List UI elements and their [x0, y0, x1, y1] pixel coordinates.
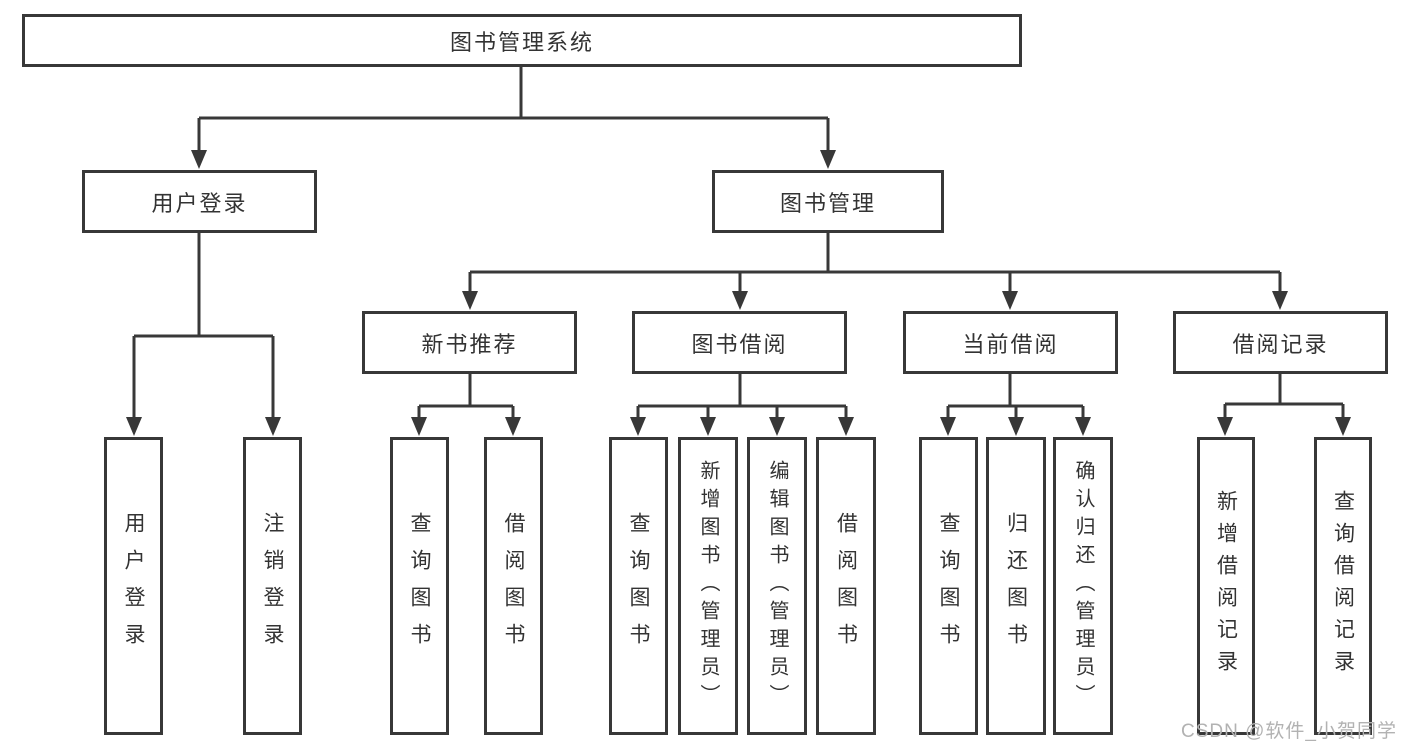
node-new-book-recommend-label: 新书推荐	[421, 331, 518, 357]
node-borrowing-records: 借阅记录	[1173, 311, 1388, 374]
leaf-add-books-admin: 新增图书（管理员）	[678, 437, 738, 735]
node-current-borrowing: 当前借阅	[903, 311, 1118, 374]
leaf-confirm-return-admin: 确认归还（管理员）	[1053, 437, 1113, 735]
arrowheads	[126, 150, 1351, 436]
leaf-return-books: 归还图书	[986, 437, 1046, 735]
node-book-management: 图书管理	[712, 170, 944, 233]
leaf-confirm-return-admin-label: 确认归还（管理员）	[1072, 460, 1094, 712]
leaf-query-books-3-label: 查询图书	[937, 512, 960, 660]
leaf-user-login-label: 用户登录	[122, 512, 145, 660]
leaf-borrow-books-1: 借阅图书	[484, 437, 543, 735]
node-new-book-recommend: 新书推荐	[362, 311, 577, 374]
csdn-watermark: CSDN @软件_小贺同学	[1181, 721, 1397, 742]
leaf-borrow-books-2-label: 借阅图书	[834, 512, 858, 660]
leaf-user-login: 用户登录	[104, 437, 163, 735]
node-root-system: 图书管理系统	[22, 14, 1022, 67]
leaf-edit-books-admin: 编辑图书（管理员）	[747, 437, 807, 735]
leaf-return-books-label: 归还图书	[1004, 512, 1028, 660]
leaf-borrow-books-1-label: 借阅图书	[502, 512, 525, 660]
node-user-login-label: 用户登录	[151, 190, 248, 216]
node-root-label: 图书管理系统	[449, 29, 594, 55]
leaf-query-borrow-record-label: 查询借阅记录	[1331, 490, 1355, 682]
leaf-query-books-2-label: 查询图书	[627, 512, 650, 660]
leaf-add-borrow-record: 新增借阅记录	[1197, 437, 1255, 735]
node-book-borrowing: 图书借阅	[632, 311, 847, 374]
leaf-query-books-1: 查询图书	[390, 437, 449, 735]
leaf-add-borrow-record-label: 新增借阅记录	[1214, 490, 1238, 682]
leaf-logout: 注销登录	[243, 437, 302, 735]
leaf-query-books-1-label: 查询图书	[408, 512, 431, 660]
leaf-logout-label: 注销登录	[261, 512, 284, 660]
leaf-borrow-books-2: 借阅图书	[816, 437, 876, 735]
node-current-borrowing-label: 当前借阅	[962, 331, 1059, 357]
leaf-add-books-admin-label: 新增图书（管理员）	[697, 460, 719, 712]
leaf-query-books-3: 查询图书	[919, 437, 978, 735]
node-book-management-label: 图书管理	[779, 190, 876, 216]
leaf-query-books-2: 查询图书	[609, 437, 668, 735]
node-book-borrowing-label: 图书借阅	[691, 331, 788, 357]
node-borrowing-records-label: 借阅记录	[1232, 331, 1329, 357]
leaf-query-borrow-record: 查询借阅记录	[1314, 437, 1372, 735]
node-user-login: 用户登录	[82, 170, 317, 233]
leaf-edit-books-admin-label: 编辑图书（管理员）	[766, 460, 788, 712]
